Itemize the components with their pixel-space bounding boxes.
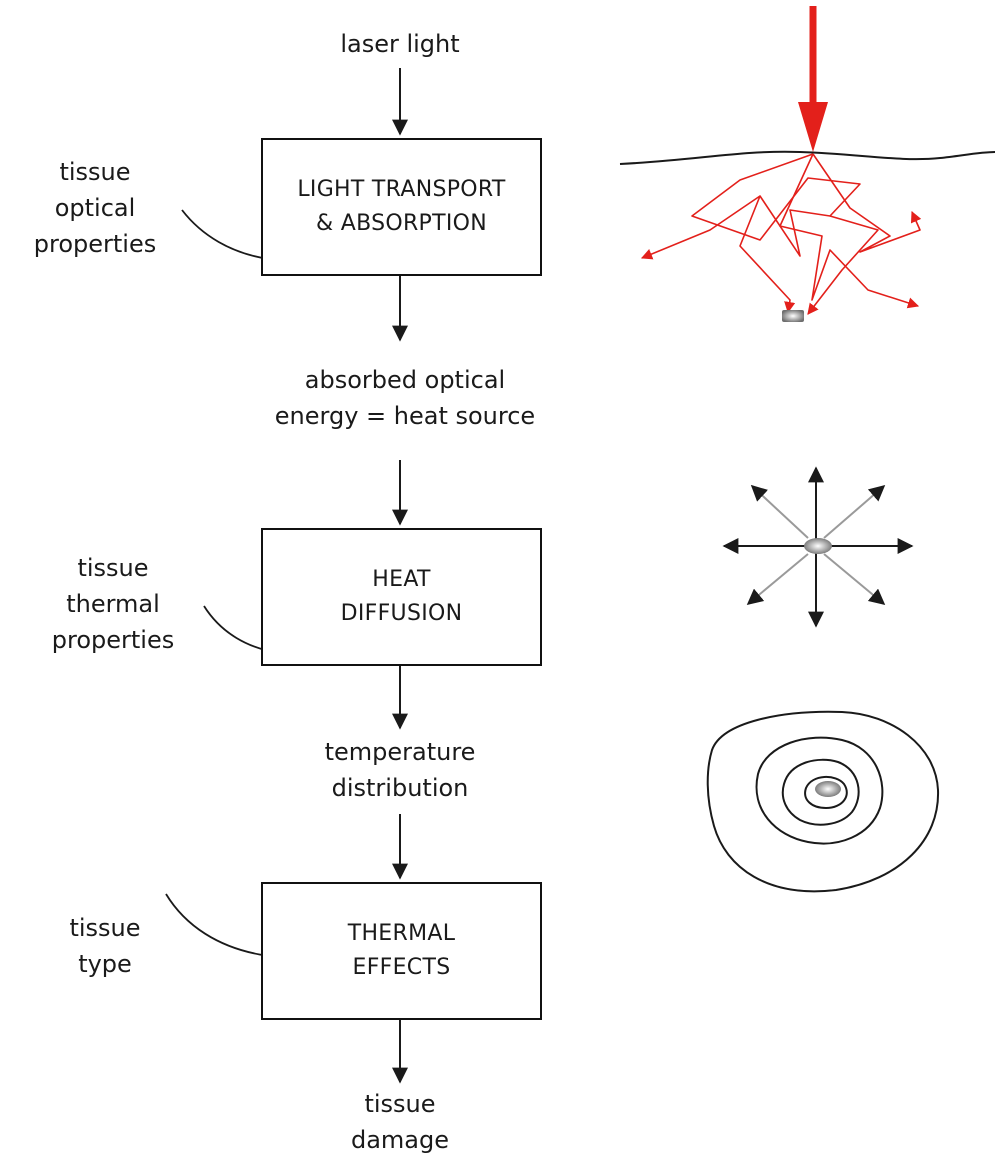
light-transport-title-line1: LIGHT TRANSPORT bbox=[297, 177, 506, 202]
isotherm-3 bbox=[755, 736, 884, 845]
tissue-optical-properties-label: tissue optical properties bbox=[33, 158, 157, 258]
laser-scatter-icon bbox=[619, 6, 995, 322]
isotherm-1 bbox=[804, 776, 848, 810]
tissue-type-label: tissue type bbox=[69, 914, 141, 978]
heat-diffusion-box: HEAT DIFFUSION bbox=[261, 528, 542, 666]
thermal-effects-box: THERMAL EFFECTS bbox=[261, 882, 542, 1020]
diffusion-arrow-upright bbox=[823, 484, 886, 539]
temperature-distribution-label: temperature distribution bbox=[324, 738, 476, 802]
heat-source-spot bbox=[804, 538, 832, 554]
isotherm-2 bbox=[781, 758, 860, 826]
diffusion-arrow-downleft bbox=[746, 553, 809, 606]
radial-arrows-icon bbox=[722, 466, 914, 628]
thermal-effects-title-line2: EFFECTS bbox=[352, 955, 451, 980]
isotherm-outer bbox=[706, 710, 940, 893]
incident-laser-arrowhead bbox=[798, 102, 828, 152]
laser-light-label: laser light bbox=[340, 30, 460, 58]
photon-path-2 bbox=[812, 153, 922, 253]
heat-diffusion-title-line1: HEAT bbox=[372, 567, 431, 592]
photon-path-3 bbox=[779, 153, 920, 309]
diffusion-arrow-downright bbox=[823, 553, 886, 606]
photon-path-1 bbox=[640, 153, 861, 260]
light-transport-box: LIGHT TRANSPORT & ABSORPTION bbox=[261, 138, 542, 276]
light-transport-title-line2: & ABSORPTION bbox=[315, 211, 488, 236]
isotherm-contours-icon bbox=[706, 710, 940, 893]
tissue-damage-label: tissue damage bbox=[350, 1090, 450, 1154]
photon-path-5 bbox=[807, 215, 879, 315]
heat-diffusion-title-line2: DIFFUSION bbox=[340, 601, 463, 626]
absorbed-energy-label: absorbed optical energy = heat source bbox=[274, 366, 536, 430]
absorber-spot bbox=[782, 310, 804, 322]
thermal-effects-title-line1: THERMAL bbox=[347, 921, 456, 946]
tissue-thermal-properties-label: tissue thermal properties bbox=[51, 554, 175, 654]
tissue-surface-line bbox=[619, 150, 995, 165]
diffusion-arrow-upleft bbox=[750, 484, 809, 539]
photon-path-4 bbox=[739, 195, 796, 314]
contour-source-spot bbox=[815, 781, 841, 797]
